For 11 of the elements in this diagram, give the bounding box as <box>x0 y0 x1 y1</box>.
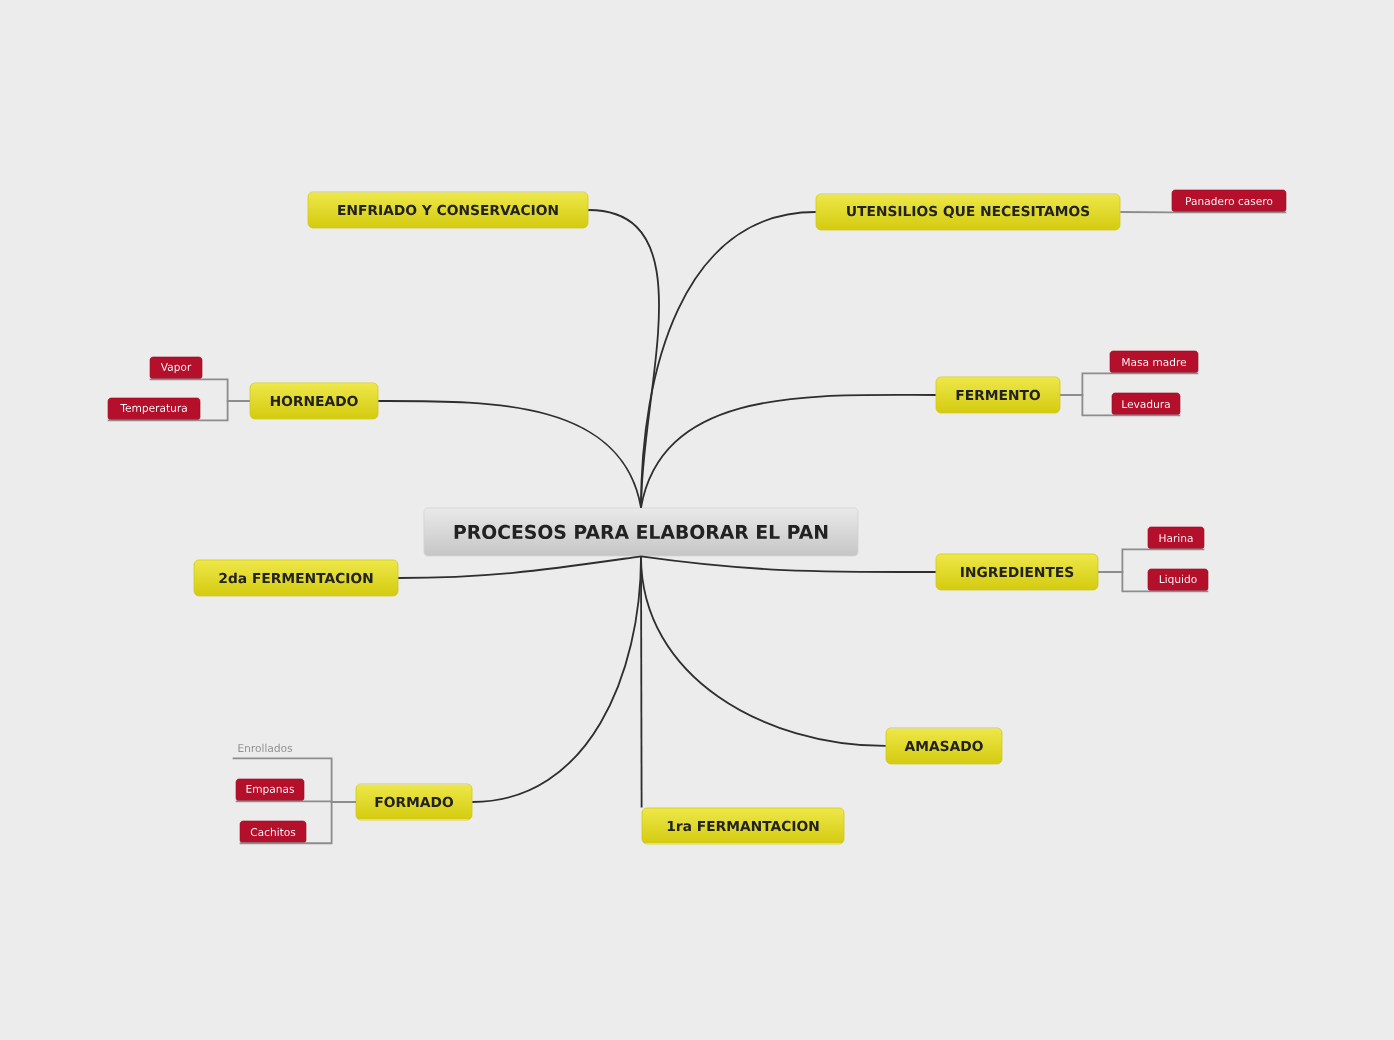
bracket-line <box>1097 571 1210 593</box>
bracket-line <box>106 400 251 422</box>
branch-line <box>640 555 643 809</box>
branch-curve <box>397 555 642 579</box>
bracket-line <box>1119 211 1288 214</box>
bracket-line <box>1059 394 1182 417</box>
central-topic-box: PROCESOS PARA ELABORAR EL PAN <box>423 507 859 557</box>
branch-curve <box>640 394 937 509</box>
bracket-line <box>238 801 357 845</box>
branch-curve <box>377 400 642 509</box>
branch-curve <box>640 555 937 573</box>
